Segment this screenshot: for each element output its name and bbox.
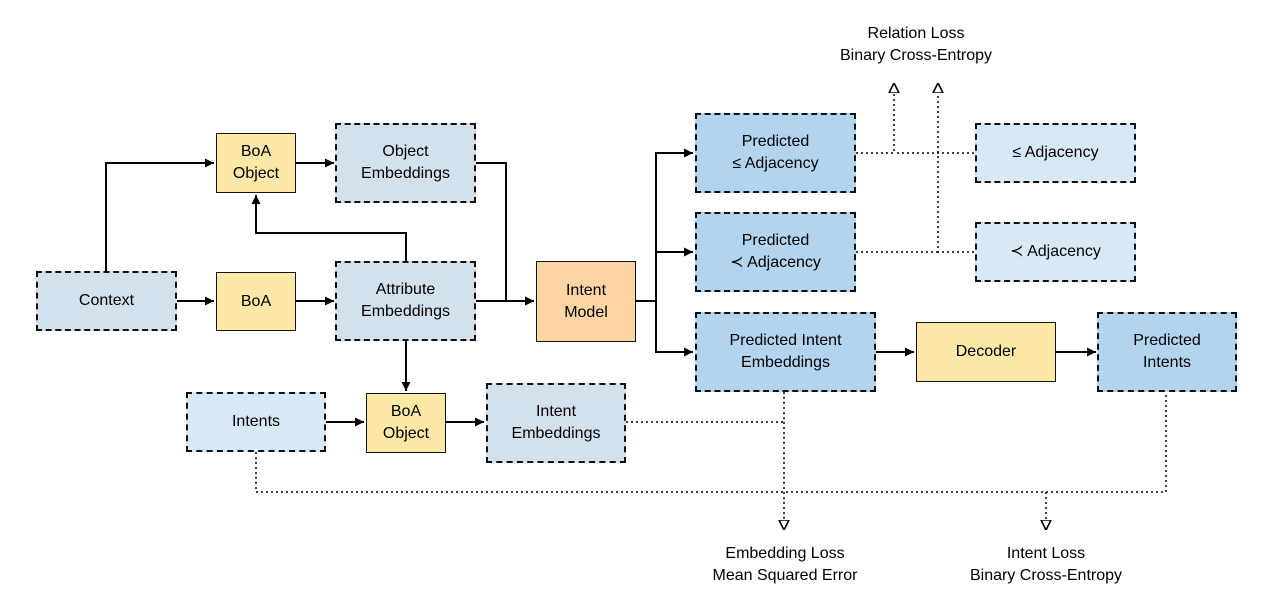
attribute-embeddings-node: Attribute Embeddings xyxy=(335,261,476,341)
predicted-le-adjacency-node: Predicted ≤ Adjacency xyxy=(695,113,856,193)
embedding-loss-title: Embedding Loss xyxy=(725,545,845,562)
intents-label: Intents xyxy=(231,413,281,430)
intents-node: Intents xyxy=(186,392,326,452)
relation-loss-title: Relation Loss xyxy=(867,25,965,42)
boa-object-top-node: BoA Object xyxy=(216,133,296,193)
boa-object-top-label-1: BoA xyxy=(240,143,272,160)
intent-embeddings-label-1: Intent xyxy=(535,403,577,420)
object-embeddings-label-1: Object xyxy=(382,143,429,160)
predicted-intent-embeddings-label-1: Predicted Intent xyxy=(729,332,842,349)
boa-object-top-label-2: Object xyxy=(232,165,280,182)
embedding-loss-label: Embedding Loss Mean Squared Error xyxy=(685,543,885,587)
predicted-intents-node: Predicted Intents xyxy=(1097,312,1237,392)
intent-embeddings-label-2: Embeddings xyxy=(511,425,601,442)
predicted-le-label-2: ≤ Adjacency xyxy=(732,155,819,172)
boa-object-bottom-label-1: BoA xyxy=(390,403,422,420)
boa-object-bottom-node: BoA Object xyxy=(366,393,446,453)
edge-object-embeddings-to-intent-model xyxy=(476,162,534,306)
prec-adjacency-node: ≺ Adjacency xyxy=(975,222,1136,282)
decoder-node: Decoder xyxy=(916,322,1056,382)
intent-model-node: Intent Model xyxy=(536,261,636,342)
intent-loss-title: Intent Loss xyxy=(1006,545,1086,562)
loss-line-predicted-le xyxy=(856,83,894,154)
predicted-intents-label-1: Predicted xyxy=(1133,332,1201,349)
intent-model-label-1: Intent xyxy=(565,281,607,299)
boa-node: BoA xyxy=(216,272,296,331)
prec-adjacency-label: ≺ Adjacency xyxy=(1010,243,1101,260)
embedding-loss-type: Mean Squared Error xyxy=(712,567,858,584)
boa-label: BoA xyxy=(240,292,272,310)
loss-line-intents xyxy=(255,392,1167,493)
decoder-label: Decoder xyxy=(955,343,1017,360)
predicted-intent-embeddings-node: Predicted Intent Embeddings xyxy=(695,312,876,392)
loss-line-prec-adjacency xyxy=(938,83,974,253)
le-adjacency-node: ≤ Adjacency xyxy=(975,123,1136,183)
edge-to-predicted-le xyxy=(655,148,693,301)
edge-context-to-boa-object xyxy=(105,158,214,271)
predicted-prec-label-2: ≺ Adjacency xyxy=(730,254,821,271)
edge-attribute-to-boa-object xyxy=(251,195,407,261)
predicted-prec-adjacency-node: Predicted ≺ Adjacency xyxy=(695,212,856,292)
object-embeddings-node: Object Embeddings xyxy=(335,123,476,203)
predicted-intent-embeddings-label-2: Embeddings xyxy=(741,354,830,371)
intent-model-label-2: Model xyxy=(564,303,608,321)
object-embeddings-label-2: Embeddings xyxy=(361,165,450,182)
attribute-embeddings-label-1: Attribute xyxy=(375,281,436,298)
relation-loss-type: Binary Cross-Entropy xyxy=(839,47,993,64)
boa-object-bottom-label-2: Object xyxy=(382,425,430,442)
le-adjacency-label: ≤ Adjacency xyxy=(1012,144,1099,161)
relation-loss-label: Relation Loss Binary Cross-Entropy xyxy=(816,23,1016,67)
edge-to-predicted-intent-embeddings xyxy=(655,301,693,357)
predicted-prec-label-1: Predicted xyxy=(741,232,810,249)
attribute-embeddings-label-2: Embeddings xyxy=(361,303,450,320)
intent-loss-type: Binary Cross-Entropy xyxy=(969,567,1123,584)
predicted-le-label-1: Predicted xyxy=(741,133,810,150)
intent-loss-label: Intent Loss Binary Cross-Entropy xyxy=(946,543,1146,587)
context-node: Context xyxy=(36,271,177,331)
predicted-intents-label-2: Intents xyxy=(1142,354,1192,371)
context-label: Context xyxy=(78,292,135,309)
intent-embeddings-node: Intent Embeddings xyxy=(486,383,626,463)
